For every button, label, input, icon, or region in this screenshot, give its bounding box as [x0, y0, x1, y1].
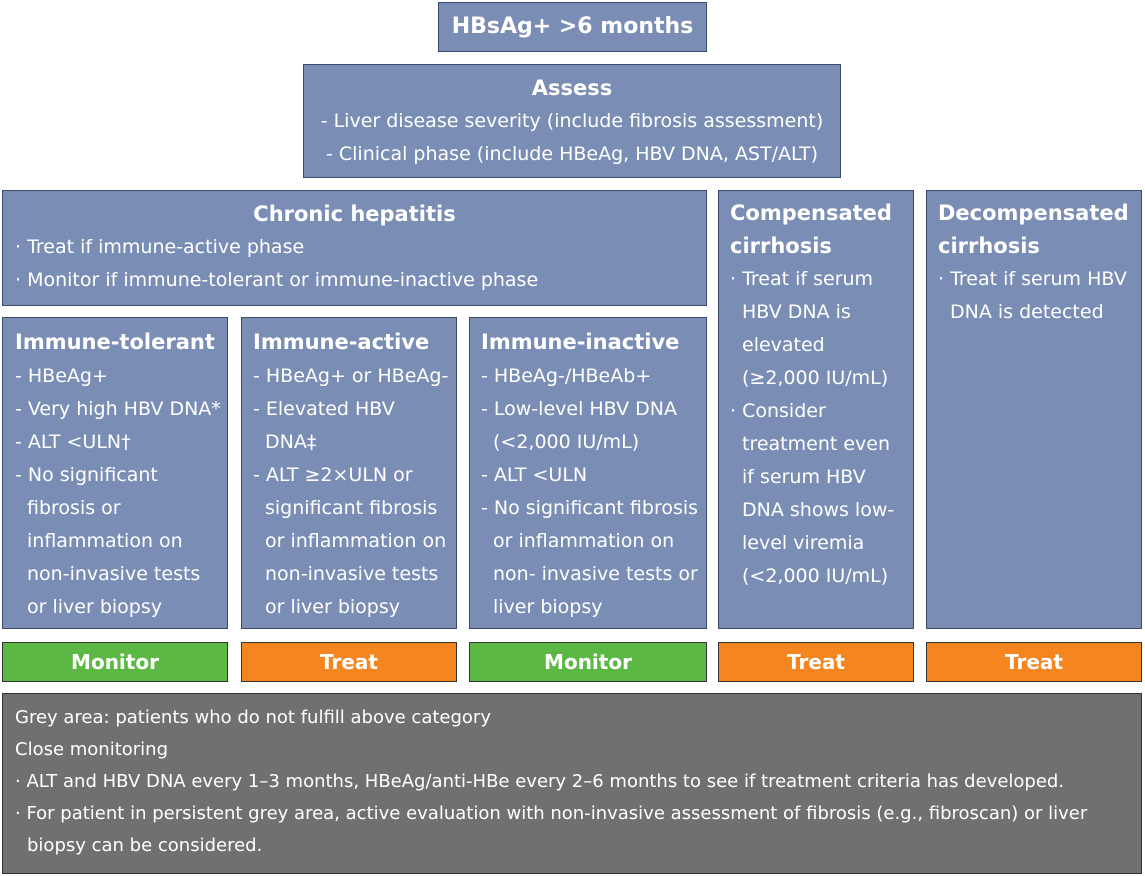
outcome-treat-compensated: Treat — [718, 642, 914, 682]
outcome-monitor-tolerant: Monitor — [2, 642, 228, 682]
grey-area-line-1: Grey area: patients who do not fulfill a… — [15, 707, 491, 728]
grey-area-bullet-1: · ALT and HBV DNA every 1–3 months, HBeA… — [15, 771, 1065, 792]
tolerant-item-2: - Very high HBV DNA* — [15, 398, 221, 420]
decompensated-cirrhosis-box: Decompensated cirrhosis · Treat if serum… — [926, 190, 1142, 629]
compensated-cirrhosis-box: Compensated cirrhosis · Treat if serum H… — [718, 190, 914, 629]
assess-item-1: - Liver disease severity (include fibros… — [320, 110, 824, 132]
outcome-treat-active: Treat — [241, 642, 457, 682]
immune-active-title: Immune-active — [253, 330, 430, 354]
chronic-hepatitis-title: Chronic hepatitis — [253, 202, 456, 226]
immune-active-box: Immune-active - HBeAg+ or HBeAg- - Eleva… — [241, 317, 457, 629]
grey-area-box: Grey area: patients who do not fulfill a… — [2, 693, 1142, 874]
inactive-item-4: - No significant fibrosis or inflammatio… — [481, 497, 699, 618]
tolerant-item-1: - HBeAg+ — [15, 365, 108, 387]
grey-area-line-2: Close monitoring — [15, 739, 169, 760]
active-item-2: - Elevated HBV DNA‡ — [253, 398, 395, 453]
immune-inactive-title: Immune-inactive — [481, 330, 680, 354]
assess-title: Assess — [531, 76, 613, 100]
tolerant-item-4: - No significant fibrosis or inflammatio… — [15, 464, 201, 618]
outcome-monitor-inactive: Monitor — [469, 642, 707, 682]
active-item-1: - HBeAg+ or HBeAg- — [253, 365, 449, 387]
inactive-item-3: - ALT <ULN — [481, 464, 588, 486]
grey-area-bullet-2: · For patient in persistent grey area, a… — [15, 803, 1088, 856]
outcome-treat-decompensated: Treat — [926, 642, 1142, 682]
start-label: HBsAg+ >6 months — [451, 14, 694, 39]
compensated-item-1: · Treat if serum HBV DNA is elevated (≥2… — [730, 268, 889, 389]
compensated-cirrhosis-title: Compensated cirrhosis — [730, 201, 892, 258]
immune-tolerant-box: Immune-tolerant - HBeAg+ - Very high HBV… — [2, 317, 228, 629]
decompensated-item-1: · Treat if serum HBV DNA is detected — [938, 268, 1127, 323]
immune-inactive-box: Immune-inactive - HBeAg-/HBeAb+ - Low-le… — [469, 317, 707, 629]
chronic-hepatitis-box: Chronic hepatitis · Treat if immune-acti… — [2, 190, 707, 306]
inactive-item-2: - Low-level HBV DNA (<2,000 IU/mL) — [481, 398, 678, 453]
decompensated-cirrhosis-title: Decompensated cirrhosis — [938, 201, 1129, 258]
active-item-3: - ALT ≥2×ULN or significant fibrosis or … — [253, 464, 447, 618]
tolerant-item-3: - ALT <ULN† — [15, 431, 131, 453]
immune-tolerant-title: Immune-tolerant — [15, 330, 215, 354]
assess-box: Assess - Liver disease severity (include… — [303, 64, 841, 178]
assess-item-2: - Clinical phase (include HBeAg, HBV DNA… — [325, 143, 818, 165]
compensated-item-2: · Consider treatment even if serum HBV D… — [730, 400, 895, 587]
start-box: HBsAg+ >6 months — [438, 2, 707, 52]
inactive-item-1: - HBeAg-/HBeAb+ — [481, 365, 652, 387]
chronic-item-2: · Monitor if immune-tolerant or immune-i… — [15, 269, 539, 291]
chronic-item-1: · Treat if immune-active phase — [15, 236, 305, 258]
